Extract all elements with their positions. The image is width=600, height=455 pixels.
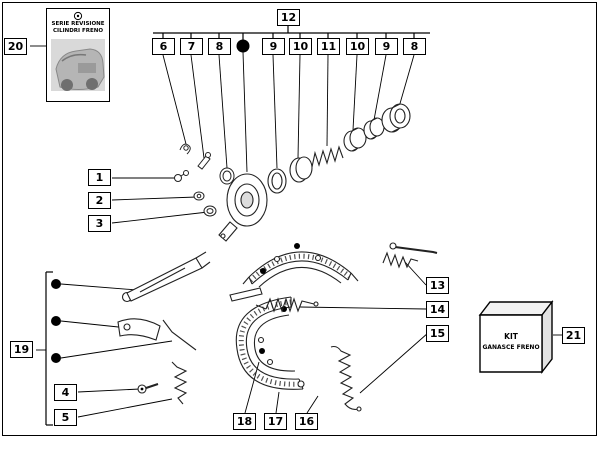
booklet-cover-illustration xyxy=(51,39,105,91)
kit-label-line1: KIT xyxy=(504,332,519,341)
page-border-frame xyxy=(2,2,597,436)
callout-1[interactable]: 1 xyxy=(88,169,111,186)
kit-box-front-face xyxy=(479,314,543,373)
callout-8-right-label: 8 xyxy=(410,40,419,53)
callout-9-right-label: 9 xyxy=(382,40,391,53)
callout-16[interactable]: 16 xyxy=(295,413,318,430)
callout-10-left-label: 10 xyxy=(292,40,309,53)
callout-10-right-label: 10 xyxy=(349,40,366,53)
callout-15-label: 15 xyxy=(429,327,446,340)
callout-12-label: 12 xyxy=(280,11,297,24)
callout-10-left[interactable]: 10 xyxy=(289,38,312,55)
callout-18-label: 18 xyxy=(236,415,253,428)
callout-4-label: 4 xyxy=(61,386,70,399)
callout-19-label: 19 xyxy=(13,343,30,356)
callout-7[interactable]: 7 xyxy=(180,38,203,55)
booklet-title-line2: CILINDRI FRENO xyxy=(52,27,104,34)
springs-and-pins-drawing xyxy=(137,242,438,412)
callout-19[interactable]: 19 xyxy=(10,341,33,358)
callout-9-left[interactable]: 9 xyxy=(262,38,285,55)
brake-shoe-kit-box: KIT GANASCE FRENO xyxy=(478,299,554,375)
callout-8-right[interactable]: 8 xyxy=(403,38,426,55)
kit-box-side-face xyxy=(541,299,553,375)
callout-10-right[interactable]: 10 xyxy=(346,38,369,55)
callout-1-label: 1 xyxy=(95,171,104,184)
callout-8-left-label: 8 xyxy=(215,40,224,53)
callout-9-left-label: 9 xyxy=(269,40,278,53)
callout-11-label: 11 xyxy=(320,40,337,53)
callout-17-label: 17 xyxy=(267,415,284,428)
callout-8-left[interactable]: 8 xyxy=(208,38,231,55)
callout-5[interactable]: 5 xyxy=(54,409,77,426)
callout-9-right[interactable]: 9 xyxy=(375,38,398,55)
callout-13-label: 13 xyxy=(429,279,446,292)
callout-5-label: 5 xyxy=(61,411,70,424)
adjuster-levers-drawing xyxy=(117,251,211,351)
callout-18[interactable]: 18 xyxy=(233,413,256,430)
kit-label-line2: GANASCE FRENO xyxy=(482,344,539,351)
callout-14-label: 14 xyxy=(429,303,446,316)
callout-6-label: 6 xyxy=(159,40,168,53)
callout-17[interactable]: 17 xyxy=(264,413,287,430)
callout-3-label: 3 xyxy=(95,217,104,230)
cylinder-group-dot xyxy=(236,39,250,53)
brake-shoe-lower-drawing xyxy=(229,287,305,390)
booklet-logo-icon xyxy=(73,11,83,21)
callout-4[interactable]: 4 xyxy=(54,384,77,401)
callout-20[interactable]: 20 xyxy=(4,38,27,55)
callout-16-label: 16 xyxy=(298,415,315,428)
callout-20-label: 20 xyxy=(7,40,24,53)
revision-booklet: SERIE REVISIONE CILINDRI FRENO xyxy=(46,8,110,102)
callout-2-label: 2 xyxy=(95,194,104,207)
callout-15[interactable]: 15 xyxy=(426,325,449,342)
callout-6[interactable]: 6 xyxy=(152,38,175,55)
callout-12[interactable]: 12 xyxy=(277,9,300,26)
callout-7-label: 7 xyxy=(187,40,196,53)
group-dot-markers xyxy=(51,39,250,363)
callout-2[interactable]: 2 xyxy=(88,192,111,209)
callout-11[interactable]: 11 xyxy=(317,38,340,55)
callout-3[interactable]: 3 xyxy=(88,215,111,232)
booklet-title-line1: SERIE REVISIONE xyxy=(51,21,105,27)
callout-14[interactable]: 14 xyxy=(426,301,449,318)
lever-group-dot-2 xyxy=(51,316,61,326)
callout-21[interactable]: 21 xyxy=(562,327,585,344)
lever-group-dot-1 xyxy=(51,279,61,289)
kit-box-top-face xyxy=(478,301,554,316)
callout-13[interactable]: 13 xyxy=(426,277,449,294)
small-fittings-drawing xyxy=(174,143,235,217)
wheel-cylinder-drawing xyxy=(218,103,411,242)
callout-brackets xyxy=(45,26,430,426)
callout-21-label: 21 xyxy=(565,329,582,342)
brake-shoe-upper-drawing xyxy=(242,243,359,288)
lever-group-dot-3 xyxy=(51,353,61,363)
